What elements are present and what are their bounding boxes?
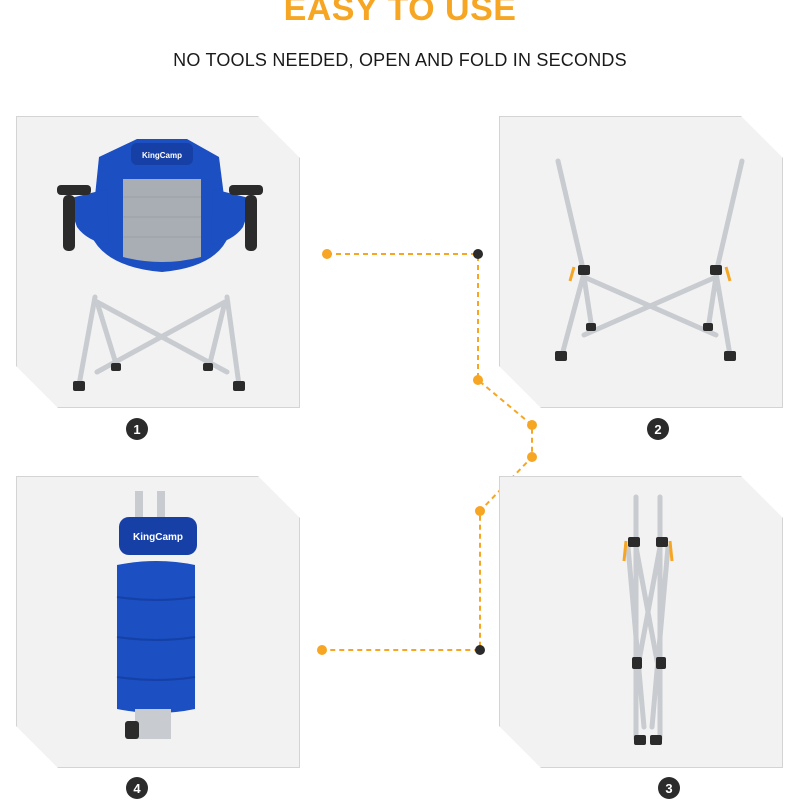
connector-dot [475, 645, 485, 655]
step-2-panel [499, 116, 783, 408]
step-4-panel: KingCamp [16, 476, 300, 768]
connector-dot [322, 249, 332, 259]
connector-dot [475, 506, 485, 516]
chair-frame-folded-icon [500, 477, 784, 769]
chair-folded-icon: KingCamp [17, 477, 301, 769]
step-3-panel [499, 476, 783, 768]
connector-dot [527, 452, 537, 462]
page-subtitle: NO TOOLS NEEDED, OPEN AND FOLD IN SECOND… [173, 50, 627, 70]
step-1-badge: 1 [126, 418, 148, 440]
step-3-badge: 3 [658, 777, 680, 799]
step-2-badge: 2 [647, 418, 669, 440]
connector-dot [317, 645, 327, 655]
page-title: EASY TO USE [283, 0, 517, 28]
brand-label: KingCamp [133, 532, 183, 543]
step-1-panel: KingCamp [16, 116, 300, 408]
chair-frame-open-icon [500, 117, 784, 409]
connector-dot [473, 249, 483, 259]
connector-dot [527, 420, 537, 430]
hammock-chair-open-icon: KingCamp [17, 117, 301, 409]
step-4-badge: 4 [126, 777, 148, 799]
svg-text:KingCamp: KingCamp [142, 151, 182, 160]
connector-dot [473, 375, 483, 385]
